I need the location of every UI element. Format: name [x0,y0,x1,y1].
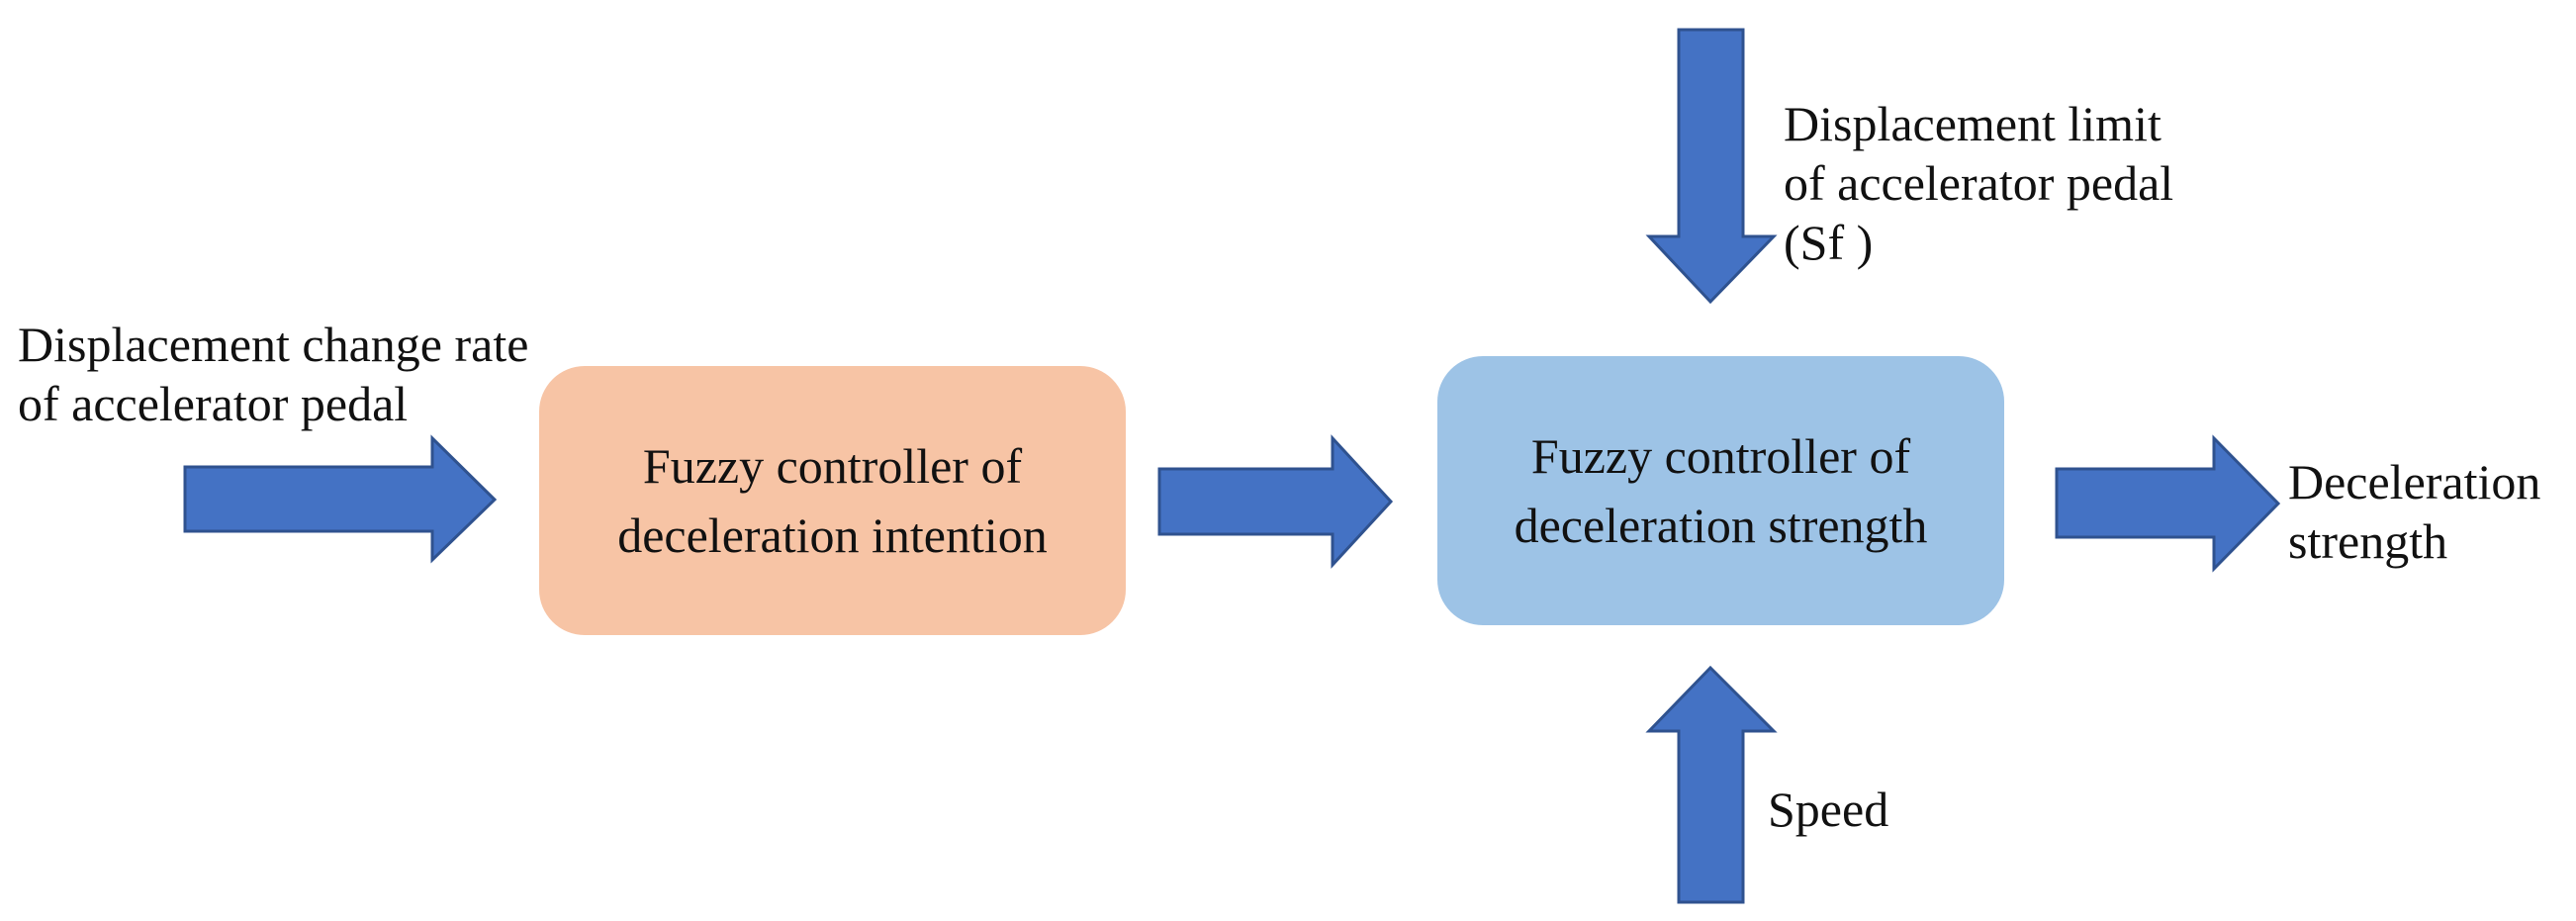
input-label-line-1: Displacement change rate [18,317,529,372]
output-label: Deceleration strength [2288,452,2540,571]
output-arrow [2055,434,2281,573]
strength-controller-line-2: deceleration strength [1514,498,1928,553]
intention-controller-box: Fuzzy controller of deceleration intenti… [539,366,1126,635]
limit-label-line-1: Displacement limit [1784,96,2162,151]
output-label-line-1: Deceleration [2288,454,2541,509]
speed-up-arrow [1645,665,1778,904]
intention-controller-line-2: deceleration intention [617,507,1048,563]
strength-controller-box: Fuzzy controller of deceleration strengt… [1437,356,2004,625]
output-label-line-2: strength [2288,513,2448,569]
limit-down-arrow [1645,28,1778,305]
strength-controller-line-1: Fuzzy controller of [1530,428,1911,484]
limit-label-line-2: of accelerator pedal [1784,155,2174,211]
intention-controller-line-1: Fuzzy controller of [642,438,1023,494]
input-label-line-2: of accelerator pedal [18,376,409,431]
limit-label: Displacement limit of accelerator pedal … [1784,94,2173,272]
input-arrow [183,434,498,564]
speed-label: Speed [1768,782,1889,837]
input-label: Displacement change rate of accelerator … [18,315,528,433]
intention-to-strength-arrow [1157,434,1394,569]
limit-label-line-3: (Sf ) [1784,215,1874,270]
